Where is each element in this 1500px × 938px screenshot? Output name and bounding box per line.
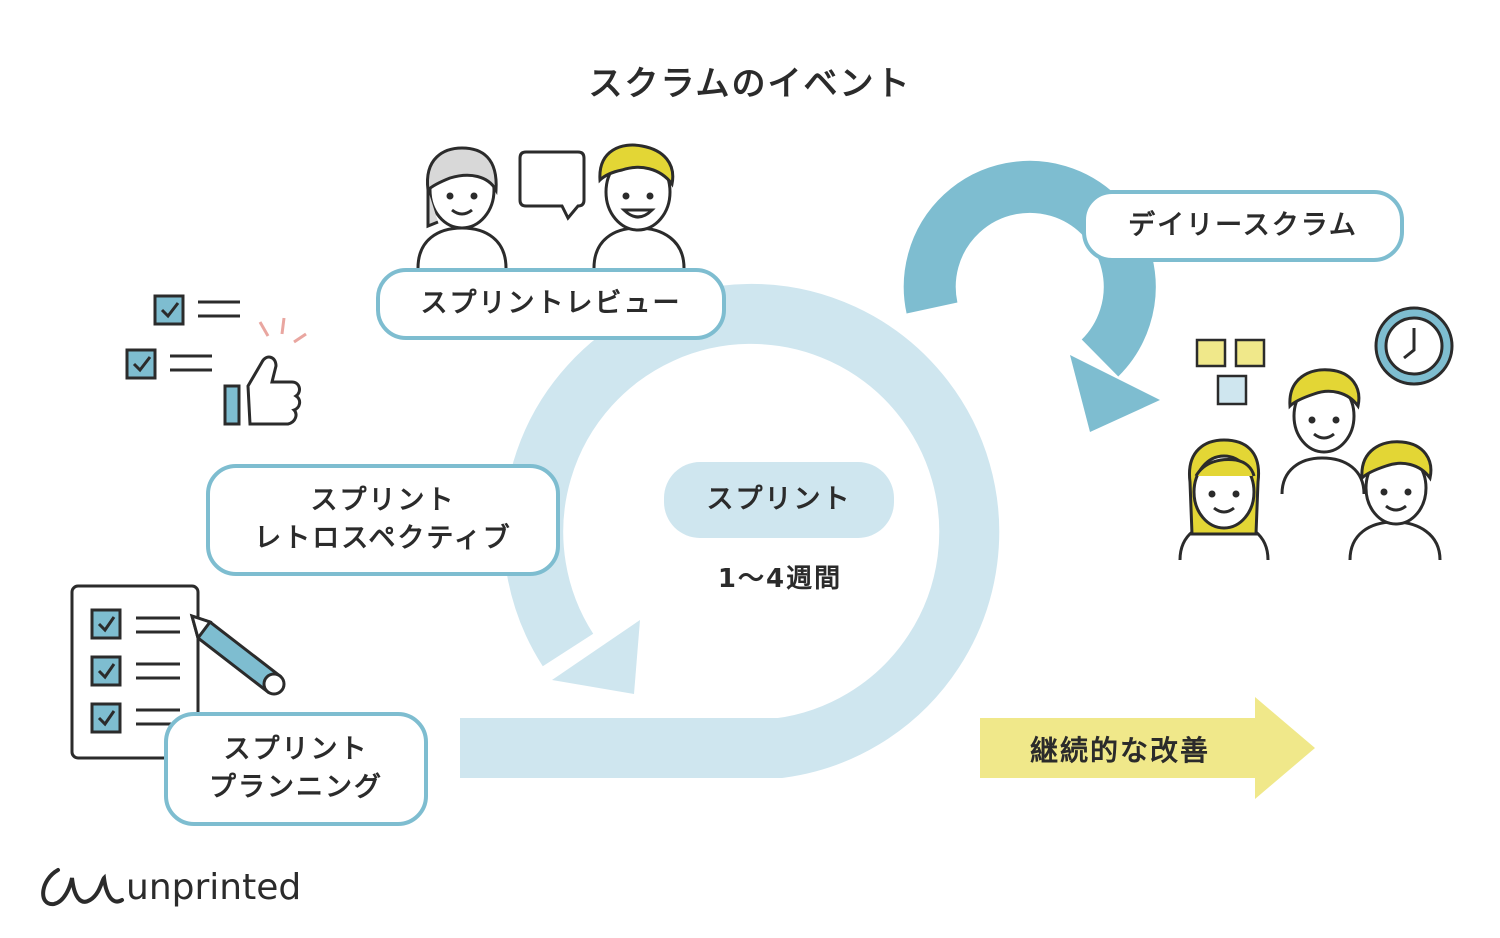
reviewer-right-icon [592, 143, 686, 269]
sprint-text: スプリント [706, 484, 852, 515]
improvement-arrow [980, 697, 1315, 799]
pencil-icon [189, 613, 286, 696]
planning-clipboard-icon [70, 584, 200, 760]
sprint-retrospective-label: スプリント レトロスペクティブ [206, 464, 560, 576]
brand-logo-icon [41, 868, 124, 906]
speech-bubble-icon [518, 150, 586, 221]
sprint-duration: 1〜4週間 [717, 563, 843, 594]
reviewer-left-icon [416, 146, 508, 269]
sprint-review-label: スプリントレビュー [376, 268, 726, 340]
sprint-review-text: スプリントレビュー [420, 288, 682, 319]
sprint-retrospective-line1: スプリント [310, 485, 456, 516]
team-member-right-icon [1348, 440, 1442, 561]
brand-name: unprinted [126, 866, 302, 908]
sprint-planning-line2: プランニング [209, 772, 383, 803]
daily-scrum-text: デイリースクラム [1128, 210, 1358, 241]
checklist-thumbs-up-icon [125, 294, 307, 426]
diagram-title: スクラムのイベント [588, 63, 912, 104]
team-member-top-icon [1280, 368, 1366, 495]
continuous-improvement-text: 継続的な改善 [1029, 734, 1210, 767]
clock-icon [1374, 306, 1454, 386]
daily-scrum-label: デイリースクラム [1082, 190, 1404, 262]
sprint-planning-label: スプリント プランニング [164, 712, 428, 826]
daily-cycle-arrow [903, 160, 1160, 432]
sprint-planning-line1: スプリント [223, 734, 369, 765]
sprint-retrospective-line2: レトロスペクティブ [254, 523, 512, 554]
sticky-notes-icon [1195, 338, 1266, 406]
sprint-label: スプリント [664, 462, 894, 538]
team-member-left-icon [1178, 438, 1270, 561]
